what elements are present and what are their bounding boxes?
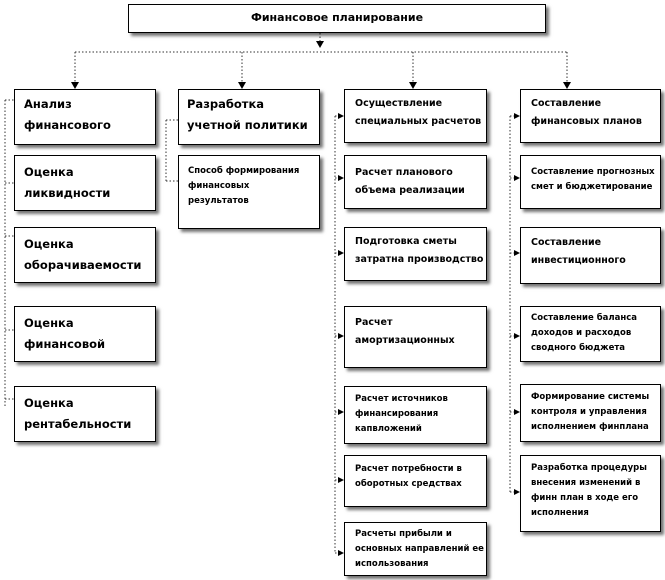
col1-item-box: Оценка рентабельности bbox=[14, 386, 156, 442]
column-drop-arrow bbox=[563, 82, 571, 89]
column-drop-arrow bbox=[238, 82, 246, 89]
col3-header-box: Осуществление специальных расчетов bbox=[344, 89, 487, 143]
col4-item-label: Составление баланса доходов и расходов с… bbox=[531, 313, 637, 353]
column-drop-arrow bbox=[71, 82, 79, 89]
col1-item-box: Оценка ликвидности bbox=[14, 155, 156, 211]
col3-branch-arrow bbox=[338, 477, 344, 483]
col4-branch-arrow bbox=[514, 333, 520, 339]
col4-branch-arrow bbox=[514, 489, 520, 495]
col3-item-label: Расчет источников финансирования капвлож… bbox=[355, 394, 448, 434]
col1-item-label: Оценка ликвидности bbox=[24, 165, 111, 200]
col4-item-box: Составление баланса доходов и расходов с… bbox=[520, 306, 661, 362]
col2-item-label: Способ формирования финансовых результат… bbox=[188, 166, 300, 206]
col4-item-box: Формирование системы контроля и управлен… bbox=[520, 384, 661, 442]
col2-header-box: Разработка учетной политики bbox=[178, 89, 320, 145]
col3-item-box: Расчет потребности в оборотных средствах bbox=[344, 455, 487, 507]
col4-branch-arrow bbox=[514, 250, 520, 256]
col4-branch-arrow bbox=[514, 409, 520, 415]
col4-header-label: Составление финансовых планов bbox=[531, 98, 642, 127]
col2-header-label: Разработка учетной политики bbox=[187, 97, 308, 132]
col3-item-box: Подготовка сметы затратна производство bbox=[344, 227, 487, 281]
col3-branch-arrow bbox=[338, 333, 344, 339]
col3-item-box: Расчет амортизационных bbox=[344, 306, 487, 368]
col3-item-label: Расчеты прибыли и основных направлений е… bbox=[355, 529, 484, 569]
col4-header-box: Составление финансовых планов bbox=[520, 89, 661, 143]
col1-header-label: Анализ финансового bbox=[24, 97, 111, 132]
col3-branch-arrow bbox=[338, 550, 344, 556]
col4-item-label: Формирование системы контроля и управлен… bbox=[531, 392, 650, 432]
col3-item-box: Расчет источников финансирования капвлож… bbox=[344, 386, 487, 444]
col1-item-box: Оценка финансовой bbox=[14, 306, 156, 362]
col4-item-box: Разработка процедуры внесения изменений … bbox=[520, 455, 661, 532]
col3-item-label: Подготовка сметы затратна производство bbox=[355, 236, 484, 265]
col3-branch-arrow bbox=[338, 113, 344, 119]
col4-item-label: Разработка процедуры внесения изменений … bbox=[531, 463, 647, 518]
col4-item-box: Составление прогнозных смет и бюджетиров… bbox=[520, 155, 661, 209]
col3-branch-arrow bbox=[338, 175, 344, 181]
col3-item-box: Расчеты прибыли и основных направлений е… bbox=[344, 522, 487, 576]
col3-item-box: Расчет планового объема реализации bbox=[344, 155, 487, 209]
col4-branch-arrow bbox=[514, 113, 520, 119]
col4-item-label: Составление инвестиционного bbox=[531, 237, 626, 266]
root-stem-arrow bbox=[316, 41, 324, 48]
col4-branch-arrow bbox=[514, 175, 520, 181]
root-box: Финансовое планирование bbox=[128, 4, 546, 33]
col3-branch-arrow bbox=[338, 409, 344, 415]
col1-item-label: Оценка оборачиваемости bbox=[24, 237, 142, 272]
col3-item-label: Расчет потребности в оборотных средствах bbox=[355, 464, 462, 489]
col1-header-box: Анализ финансового bbox=[14, 89, 156, 145]
col3-item-label: Расчет планового объема реализации bbox=[355, 167, 465, 196]
col3-item-label: Расчет амортизационных bbox=[355, 317, 455, 346]
col1-item-label: Оценка финансовой bbox=[24, 316, 106, 351]
col4-item-box: Составление инвестиционного bbox=[520, 227, 661, 284]
col3-header-label: Осуществление специальных расчетов bbox=[355, 98, 482, 127]
col2-item-box: Способ формирования финансовых результат… bbox=[178, 155, 320, 229]
col1-item-label: Оценка рентабельности bbox=[24, 396, 132, 431]
root-label: Финансовое планирование bbox=[250, 11, 424, 24]
col1-item-box: Оценка оборачиваемости bbox=[14, 227, 156, 283]
col4-item-label: Составление прогнозных смет и бюджетиров… bbox=[531, 167, 655, 192]
column-drop-arrow bbox=[409, 82, 417, 89]
col3-branch-arrow bbox=[338, 250, 344, 256]
